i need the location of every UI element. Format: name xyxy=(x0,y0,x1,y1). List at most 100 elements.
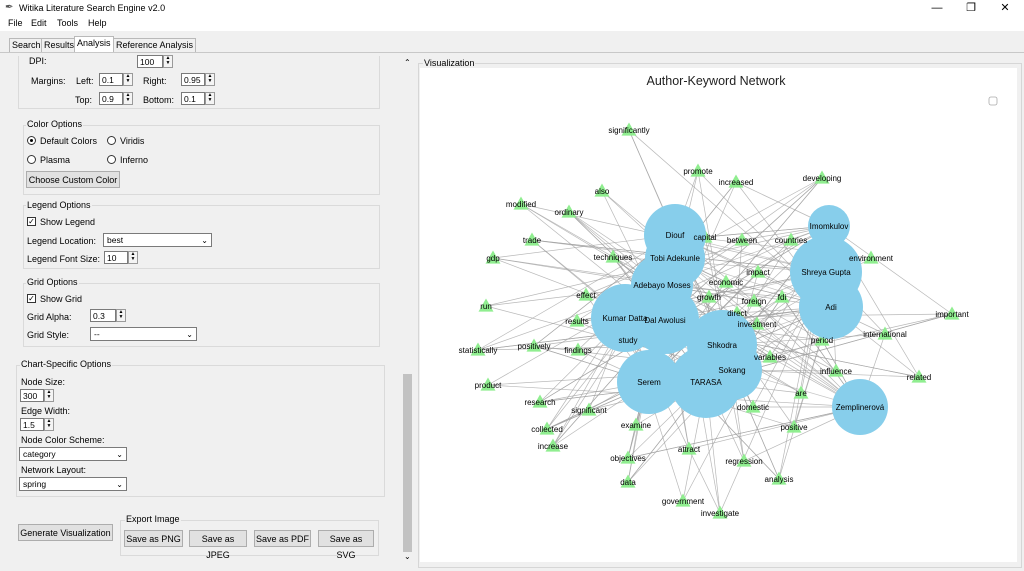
generate-visualization-button[interactable]: Generate Visualization xyxy=(18,524,113,541)
keyword-node xyxy=(480,377,496,391)
keyword-label: results xyxy=(565,317,589,326)
network-edge xyxy=(731,369,920,378)
legend-font-size-label: Legend Font Size: xyxy=(27,254,101,264)
grid-alpha-input[interactable]: 0.3 xyxy=(90,309,116,322)
legend-font-size-input[interactable]: 10 xyxy=(104,251,128,264)
edge-width-stepper[interactable]: ▲▼ xyxy=(44,418,54,431)
scroll-up-icon[interactable]: ⌃ xyxy=(404,58,411,67)
dpi-stepper[interactable]: ▲▼ xyxy=(163,55,173,68)
tab-search[interactable]: Search xyxy=(9,38,44,52)
dpi-input[interactable]: 100 xyxy=(137,55,163,68)
legend-options-group xyxy=(23,205,380,269)
keyword-label: also xyxy=(595,187,610,196)
keyword-node xyxy=(771,471,787,485)
keyword-label: international xyxy=(863,330,907,339)
menu-help[interactable]: Help xyxy=(88,18,107,28)
keyword-label: fdi xyxy=(778,293,787,302)
bottom-margin-stepper[interactable]: ▲▼ xyxy=(205,92,215,105)
save-pdf-button[interactable]: Save as PDF xyxy=(254,530,311,547)
keyword-label: foreign xyxy=(742,297,766,306)
default-colors-radio[interactable] xyxy=(27,136,36,145)
keyword-node xyxy=(470,342,486,356)
left-margin-stepper[interactable]: ▲▼ xyxy=(123,73,133,86)
node-size-stepper[interactable]: ▲▼ xyxy=(44,389,54,402)
keyword-node xyxy=(712,505,728,519)
author-node xyxy=(670,346,742,418)
viridis-radio[interactable] xyxy=(107,136,116,145)
choose-custom-color-button[interactable]: Choose Custom Color xyxy=(26,171,120,188)
menu-tools[interactable]: Tools xyxy=(57,18,79,28)
author-node xyxy=(832,379,888,435)
tab-results[interactable]: Results xyxy=(41,38,78,52)
author-label: Diouf xyxy=(666,231,685,240)
grid-style-value: -- xyxy=(94,329,100,339)
right-margin-label: Right: xyxy=(143,76,167,86)
tab-divider xyxy=(0,52,1024,53)
keyword-node xyxy=(734,232,750,246)
top-margin-input[interactable]: 0.9 xyxy=(99,92,123,105)
menu-file[interactable]: File xyxy=(8,18,23,28)
menu-edit[interactable]: Edit xyxy=(31,18,47,28)
keyword-node xyxy=(545,438,561,452)
save-svg-button[interactable]: Save as SVG xyxy=(318,530,374,560)
maximize-button[interactable]: ❐ xyxy=(966,2,976,14)
keyword-node xyxy=(828,363,844,377)
top-margin-stepper[interactable]: ▲▼ xyxy=(123,92,133,105)
legend-font-size-stepper[interactable]: ▲▼ xyxy=(128,251,138,264)
visualization-label: Visualization xyxy=(423,58,476,68)
show-grid-checkbox[interactable]: ✓ xyxy=(27,294,36,303)
grid-alpha-stepper[interactable]: ▲▼ xyxy=(116,309,126,322)
keyword-label: trade xyxy=(523,236,542,245)
show-legend-checkbox[interactable]: ✓ xyxy=(27,217,36,226)
inferno-radio[interactable] xyxy=(107,155,116,164)
save-png-button[interactable]: Save as PNG xyxy=(124,530,183,547)
right-margin-stepper[interactable]: ▲▼ xyxy=(205,73,215,86)
legend-location-select[interactable]: best⌄ xyxy=(103,233,212,247)
keyword-node xyxy=(749,316,765,330)
network-edge xyxy=(674,257,861,408)
scroll-down-icon[interactable]: ⌄ xyxy=(404,552,411,561)
keyword-label: economic xyxy=(709,278,743,287)
keyword-node xyxy=(701,289,717,303)
node-color-scheme-select[interactable]: category⌄ xyxy=(19,447,127,461)
minimize-button[interactable]: — xyxy=(931,2,943,14)
keyword-label: promote xyxy=(683,167,713,176)
author-label: Dal Awolusi xyxy=(644,316,685,325)
close-button[interactable]: ✕ xyxy=(1000,2,1010,14)
keyword-node xyxy=(690,163,706,177)
show-legend-label: Show Legend xyxy=(40,217,96,227)
keyword-label: government xyxy=(662,497,705,506)
scrollbar-thumb[interactable] xyxy=(403,374,412,552)
tab-reference-analysis[interactable]: Reference Analysis xyxy=(113,38,197,52)
author-label: Shreya Gupta xyxy=(801,268,851,277)
keyword-node xyxy=(877,326,893,340)
legend-options-title: Legend Options xyxy=(26,200,92,210)
bottom-margin-input[interactable]: 0.1 xyxy=(181,92,205,105)
node-size-input[interactable]: 300 xyxy=(20,389,44,402)
node-layer xyxy=(470,122,960,519)
tab-bar: Search Results Analysis Reference Analys… xyxy=(0,36,1024,52)
keyword-node xyxy=(578,287,594,301)
chevron-down-icon: ⌄ xyxy=(186,330,193,339)
tab-analysis[interactable]: Analysis xyxy=(74,36,114,52)
keyword-label: impact xyxy=(746,268,770,277)
plasma-radio[interactable] xyxy=(27,155,36,164)
node-size-label: Node Size: xyxy=(21,377,66,387)
show-grid-label: Show Grid xyxy=(40,294,83,304)
color-options-group xyxy=(23,125,380,195)
keyword-label: effect xyxy=(576,291,596,300)
keyword-node xyxy=(944,306,960,320)
right-margin-input[interactable]: 0.95 xyxy=(181,73,205,86)
edge-width-input[interactable]: 1.5 xyxy=(20,418,44,431)
left-margin-input[interactable]: 0.1 xyxy=(99,73,123,86)
keyword-node xyxy=(532,394,548,408)
grid-style-select[interactable]: -- ⌄ xyxy=(90,327,197,341)
network-layout-select[interactable]: spring⌄ xyxy=(19,477,127,491)
grid-style-label: Grid Style: xyxy=(27,330,70,340)
keyword-label: data xyxy=(620,478,636,487)
chevron-down-icon: ⌄ xyxy=(116,450,123,459)
save-jpeg-button[interactable]: Save as JPEG xyxy=(189,530,247,560)
keyword-node xyxy=(594,183,610,197)
keyword-node xyxy=(786,419,802,433)
